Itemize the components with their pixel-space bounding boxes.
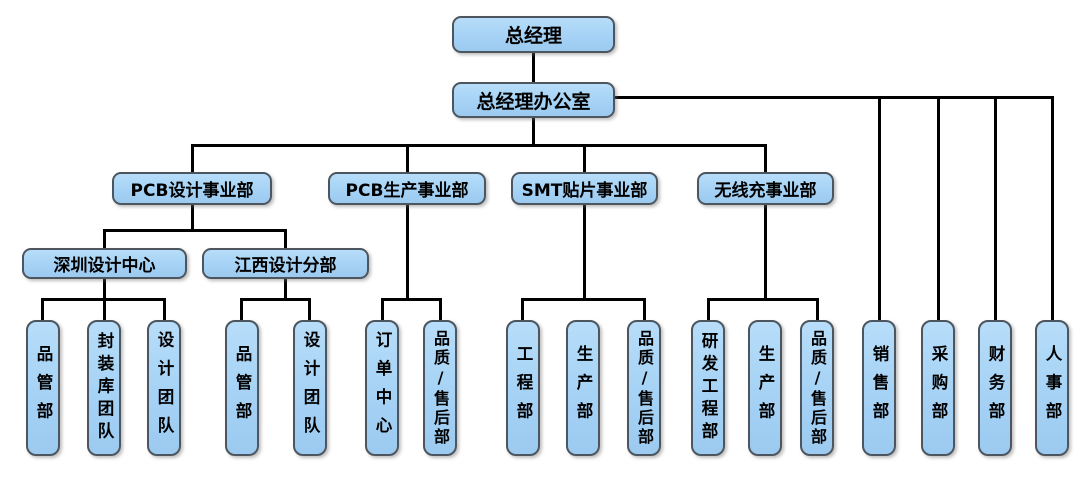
- node-dept-design-team-jx: 设计团队: [293, 320, 327, 456]
- connector-line: [764, 144, 767, 173]
- node-label: 品质/售后部: [431, 329, 450, 447]
- node-label: 品管部: [34, 345, 53, 431]
- connector-line: [1051, 96, 1054, 321]
- connector-line: [103, 229, 106, 249]
- node-division-wireless-charging: 无线充事业部: [697, 172, 834, 205]
- node-label: 品管部: [233, 345, 252, 431]
- node-label: 采购部: [929, 345, 948, 431]
- connector-line: [532, 53, 535, 83]
- node-label: 总经理: [504, 25, 562, 47]
- connector-line: [191, 144, 767, 147]
- node-label: SMT贴片事业部: [521, 181, 648, 201]
- connector-line: [406, 144, 409, 173]
- connector-line: [381, 298, 442, 301]
- node-label: 无线充事业部: [714, 181, 817, 201]
- node-jiangxi-design-branch: 江西设计分部: [202, 248, 369, 279]
- node-label: PCB设计事业部: [130, 181, 254, 201]
- connector-line: [41, 298, 44, 321]
- connector-line: [643, 298, 646, 321]
- node-dept-quality-sz: 品管部: [26, 320, 60, 456]
- node-label: 品质/售后部: [635, 329, 654, 447]
- connector-line: [439, 298, 442, 321]
- node-label: 订单中心: [373, 331, 392, 445]
- connector-line: [191, 144, 194, 173]
- node-dept-finance: 财务部: [978, 320, 1012, 456]
- connector-line: [764, 205, 767, 300]
- connector-line: [521, 298, 524, 321]
- connector-line: [163, 298, 166, 321]
- node-label: 研发工程部: [699, 331, 718, 445]
- node-dept-production-wireless: 生产部: [748, 320, 782, 456]
- connector-line: [994, 96, 997, 321]
- node-dept-production-smt: 生产部: [566, 320, 600, 456]
- connector-line: [532, 118, 535, 147]
- node-gm-office: 总经理办公室: [452, 82, 615, 118]
- connector-line: [583, 144, 586, 173]
- connector-line: [707, 298, 819, 301]
- node-dept-quality-jx: 品管部: [225, 320, 259, 456]
- connector-line: [103, 298, 106, 321]
- node-dept-hr: 人事部: [1035, 320, 1069, 456]
- node-dept-sales: 销售部: [862, 320, 896, 456]
- connector-line: [103, 278, 106, 301]
- connector-line: [240, 298, 243, 321]
- connector-line: [240, 298, 311, 301]
- node-label: 设计团队: [301, 331, 320, 445]
- node-general-manager: 总经理: [452, 16, 615, 53]
- connector-line: [583, 205, 586, 300]
- node-dept-quality-aftersales-wireless: 品质/售后部: [800, 320, 834, 456]
- node-label: 品质/售后部: [808, 329, 827, 447]
- connector-line: [103, 229, 287, 232]
- node-shenzhen-design-center: 深圳设计中心: [22, 248, 187, 279]
- node-label: 江西设计分部: [234, 256, 337, 276]
- connector-line: [521, 298, 646, 301]
- node-dept-quality-aftersales-smt: 品质/售后部: [627, 320, 661, 456]
- connector-line: [308, 298, 311, 321]
- node-label: 总经理办公室: [476, 90, 591, 113]
- node-label: PCB生产事业部: [345, 181, 469, 201]
- connector-line: [191, 205, 194, 232]
- node-dept-quality-aftersales-pcb: 品质/售后部: [423, 320, 457, 456]
- node-label: 财务部: [986, 345, 1005, 431]
- node-label: 销售部: [870, 345, 889, 431]
- node-label: 人事部: [1043, 345, 1062, 431]
- node-label: 生产部: [756, 345, 775, 431]
- node-dept-design-team-sz: 设计团队: [147, 320, 181, 456]
- connector-line: [406, 205, 409, 300]
- node-label: 深圳设计中心: [53, 256, 156, 276]
- connector-line: [937, 96, 940, 321]
- connector-line: [284, 229, 287, 249]
- node-dept-engineering: 工程部: [506, 320, 540, 456]
- connector-line: [284, 278, 287, 301]
- connector-line: [816, 298, 819, 321]
- node-label: 工程部: [514, 345, 533, 431]
- node-dept-footprint-library-team: 封装库团队: [87, 320, 121, 456]
- node-label: 封装库团队: [95, 331, 114, 445]
- node-division-pcb-production: PCB生产事业部: [328, 172, 486, 205]
- connector-line: [615, 96, 1054, 99]
- connector-line: [878, 96, 881, 321]
- node-dept-rd-engineering: 研发工程部: [691, 320, 725, 456]
- node-dept-purchasing: 采购部: [921, 320, 955, 456]
- node-label: 设计团队: [155, 331, 174, 445]
- node-division-pcb-design: PCB设计事业部: [112, 172, 272, 205]
- node-label: 生产部: [574, 345, 593, 431]
- connector-line: [381, 298, 384, 321]
- node-dept-order-center: 订单中心: [365, 320, 399, 456]
- connector-line: [707, 298, 710, 321]
- node-division-smt: SMT贴片事业部: [511, 172, 658, 205]
